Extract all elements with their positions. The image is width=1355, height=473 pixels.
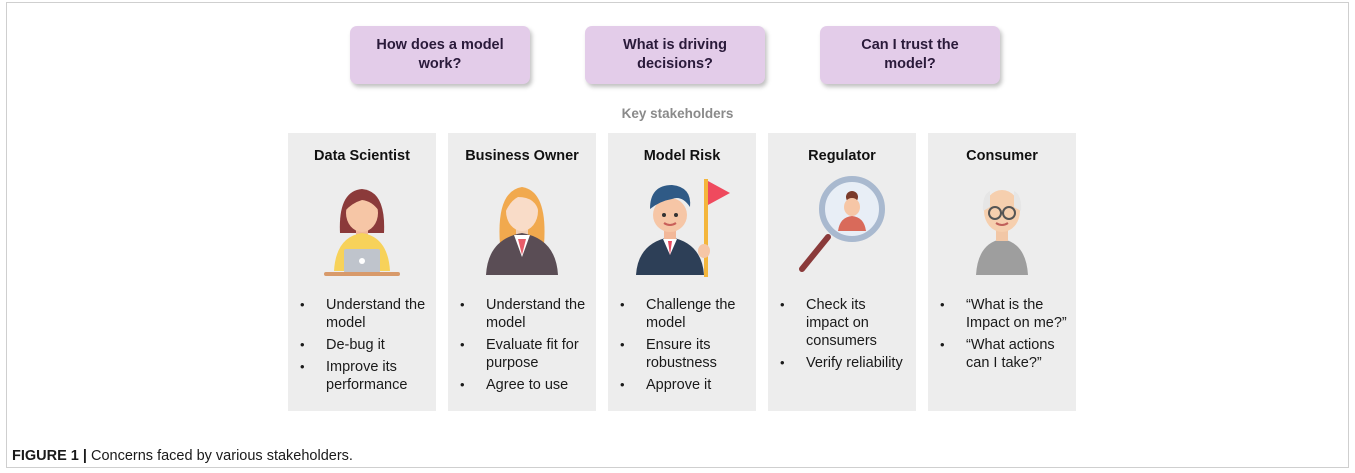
card-title: Consumer (966, 148, 1038, 164)
bullet-item: Evaluate fit for purpose (448, 336, 596, 372)
bullet-item: Understand the model (288, 296, 436, 332)
figure-frame (6, 2, 1349, 468)
bullet-item: Challenge the model (608, 296, 756, 332)
card-title: Model Risk (643, 148, 721, 164)
bullet-item: Verify reliability (768, 354, 916, 372)
question-box-driving-decisions: What is driving decisions? (585, 26, 765, 84)
business-owner-icon (486, 187, 558, 275)
bullet-item: Improve its performance (288, 358, 436, 394)
bullet-item: Approve it (608, 376, 756, 394)
question-box-trust-model: Can I trust the model? (820, 26, 1000, 84)
caption-label: FIGURE 1 | (12, 448, 87, 464)
stakeholder-card-regulator: Regulator Check its impact on consumers … (768, 133, 916, 411)
bullet-item: “What actions can I take?” (928, 336, 1076, 372)
question-box-model-work: How does a model work? (350, 26, 530, 84)
consumer-icon (976, 190, 1028, 275)
bullet-item: Understand the model (448, 296, 596, 332)
stakeholder-card-consumer: Consumer “What is the Impact on me?” “Wh… (928, 133, 1076, 411)
regulator-icon (799, 176, 885, 272)
card-title: Business Owner (465, 148, 579, 164)
key-stakeholders-label: Key stakeholders (621, 106, 734, 121)
bullet-item: “What is the Impact on me?” (928, 296, 1076, 332)
stakeholder-card-model-risk: Model Risk Challenge the model Ensure it… (608, 133, 756, 411)
stakeholder-card-data-scientist: Data Scientist Understand the model De-b… (288, 133, 436, 411)
bullet-item: Check its impact on consumers (768, 296, 916, 350)
data-scientist-icon (324, 189, 400, 276)
stakeholder-card-business-owner: Business Owner Understand the model Eval… (448, 133, 596, 411)
bullet-item: De-bug it (288, 336, 436, 354)
model-risk-icon (636, 179, 730, 277)
bullet-list: “What is the Impact on me?” “What action… (928, 296, 1076, 376)
card-title: Regulator (808, 148, 876, 164)
bullet-list: Challenge the model Ensure its robustnes… (608, 296, 756, 398)
bullet-list: Check its impact on consumers Verify rel… (768, 296, 916, 376)
bullet-list: Understand the model Evaluate fit for pu… (448, 296, 596, 398)
card-title: Data Scientist (314, 148, 410, 164)
bullet-list: Understand the model De-bug it Improve i… (288, 296, 436, 398)
bullet-item: Agree to use (448, 376, 596, 394)
caption-text: Concerns faced by various stakeholders. (86, 448, 353, 464)
figure-caption: FIGURE 1 | Concerns faced by various sta… (12, 448, 353, 464)
bullet-item: Ensure its robustness (608, 336, 756, 372)
